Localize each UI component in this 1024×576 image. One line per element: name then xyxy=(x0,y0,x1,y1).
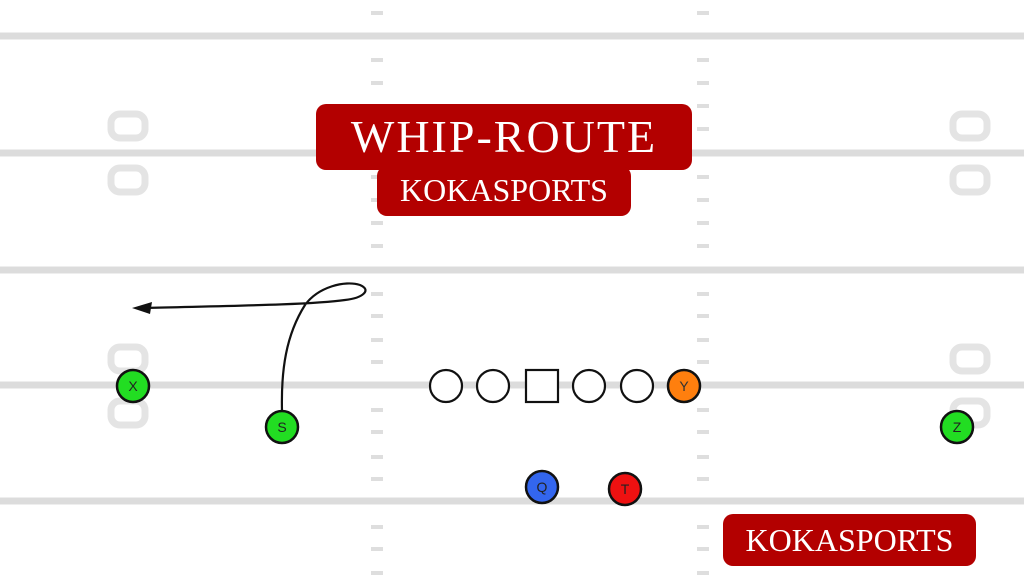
right-guard xyxy=(571,368,607,404)
svg-text:Y: Y xyxy=(679,378,689,394)
left-guard xyxy=(475,368,511,404)
play-title: WHIP-ROUTE xyxy=(316,104,692,170)
route-arrowhead-icon xyxy=(132,302,152,314)
player-x: X xyxy=(115,368,151,404)
left-tackle xyxy=(428,368,464,404)
route-whip xyxy=(144,282,367,412)
svg-text:S: S xyxy=(277,419,286,435)
yard-lines xyxy=(0,32,1024,505)
player-q: Q xyxy=(524,469,560,505)
svg-text:X: X xyxy=(128,378,138,394)
brand-subtitle: KOKASPORTS xyxy=(377,166,631,216)
offensive-line xyxy=(428,368,655,404)
player-t: T xyxy=(607,471,643,507)
svg-text:T: T xyxy=(621,481,630,497)
svg-text:Z: Z xyxy=(953,419,962,435)
player-z: Z xyxy=(939,409,975,445)
hash-marks-right xyxy=(697,11,709,575)
player-y: Y xyxy=(666,368,702,404)
player-s: S xyxy=(264,409,300,445)
center xyxy=(524,368,560,404)
right-tackle xyxy=(619,368,655,404)
hash-marks-left xyxy=(371,11,383,575)
brand-watermark: KOKASPORTS xyxy=(723,514,976,566)
svg-text:Q: Q xyxy=(537,479,548,495)
